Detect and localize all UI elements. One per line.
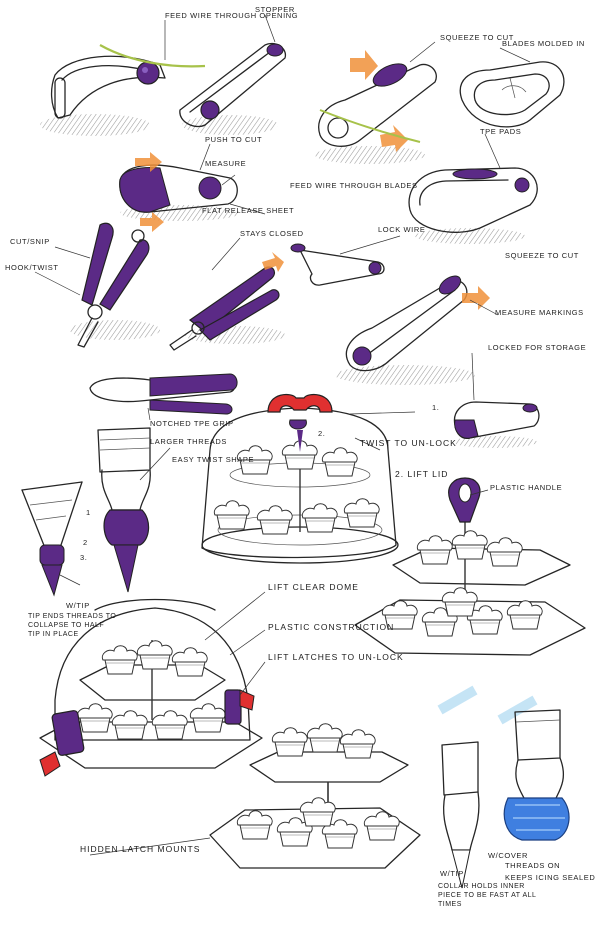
label-w-cover: W/COVER bbox=[488, 851, 528, 860]
cupcake-stand-open bbox=[354, 477, 586, 656]
purple-knob bbox=[136, 61, 160, 85]
label-w-tip-2: W/TIP bbox=[440, 869, 464, 878]
label-threads-on: THREADS ON bbox=[505, 861, 560, 870]
label-stays-closed: STAYS CLOSED bbox=[240, 229, 304, 238]
piping-bag-with-cover bbox=[497, 695, 570, 841]
label-tip-threads-note: TIP ENDS THREADS TO COLLAPSE TO HALF TIP… bbox=[28, 613, 116, 638]
label-squeeze-to-cut-2: SQUEEZE TO CUT bbox=[505, 251, 579, 260]
label-hidden-latch: HIDDEN LATCH MOUNTS bbox=[80, 844, 200, 854]
locked-storage-tool bbox=[453, 401, 540, 448]
cupcake-dome-latched bbox=[39, 598, 263, 777]
label-lock-wire: LOCK WIRE bbox=[378, 225, 426, 234]
label-cut-snip: CUT/SNIP bbox=[10, 237, 50, 246]
label-notched-grip: NOTCHED TPE GRIP bbox=[150, 419, 234, 428]
piping-bag-with-tip bbox=[437, 685, 480, 889]
label-lift-clear-dome: LIFT CLEAR DOME bbox=[268, 582, 359, 592]
label-flat-release-sheet: FLAT RELEASE SHEET bbox=[202, 206, 294, 215]
label-stopper: STOPPER bbox=[255, 5, 295, 14]
label-lift-lid: 2. LIFT LID bbox=[395, 469, 448, 479]
leader-lines bbox=[34, 14, 531, 856]
blue-cover bbox=[503, 797, 570, 841]
label-collar-note: COLLAR HOLDS INNER PIECE TO BE FAST AT A… bbox=[438, 883, 536, 908]
label-blades-molded: BLADES MOLDED IN bbox=[502, 39, 585, 48]
annotation-labels: FEED WIRE THROUGH OPENING STOPPER SQUEEZ… bbox=[5, 5, 595, 908]
measure-cutter-sketch bbox=[119, 152, 240, 232]
pliers-sketch-2 bbox=[169, 252, 285, 351]
label-easy-twist: EASY TWIST SHAPE bbox=[172, 455, 254, 464]
label-small-2: 2 bbox=[83, 538, 88, 547]
label-num-1: 1. bbox=[432, 403, 439, 412]
piping-bag-tip-small bbox=[21, 481, 83, 597]
label-push-to-cut: PUSH TO CUT bbox=[205, 135, 262, 144]
tpe-pad-cutter-sketch bbox=[408, 167, 538, 244]
label-small-1: 1 bbox=[86, 508, 91, 517]
label-feed-wire-blades: FEED WIRE THROUGH BLADES bbox=[290, 181, 418, 190]
wire-cutter-sketch-3 bbox=[315, 50, 437, 164]
label-keeps-icing: KEEPS ICING SEALED bbox=[505, 873, 595, 882]
wire-cutter-sketch-2 bbox=[179, 42, 287, 135]
label-squeeze-to-cut: SQUEEZE TO CUT bbox=[440, 33, 514, 42]
wire-green bbox=[99, 44, 206, 68]
carabiner-outline bbox=[459, 61, 565, 128]
label-twist-unlock: TWIST TO UN-LOCK bbox=[360, 438, 457, 448]
cupcake-dome-top bbox=[201, 393, 399, 564]
label-small-3: 3. bbox=[80, 553, 87, 562]
shadow-hatch bbox=[40, 114, 150, 136]
compact-pliers-sketch bbox=[89, 373, 238, 415]
label-measure-markings: MEASURE MARKINGS bbox=[495, 308, 584, 317]
label-plastic-handle: PLASTIC HANDLE bbox=[490, 483, 562, 492]
label-w-tip: W/TIP bbox=[66, 601, 90, 610]
pliers-sketch-1 bbox=[70, 222, 160, 348]
purple-latch-right bbox=[224, 689, 242, 725]
label-tpe-pads: TPE PADS bbox=[480, 127, 521, 136]
label-hook-twist: HOOK/TWIST bbox=[5, 263, 59, 272]
label-measure: MEASURE bbox=[205, 159, 246, 168]
label-feed-wire: FEED WIRE THROUGH OPENING bbox=[165, 11, 298, 20]
cupcake-stand-bottom bbox=[209, 723, 421, 869]
label-plastic-construction: PLASTIC CONSTRUCTION bbox=[268, 622, 394, 632]
red-handle bbox=[267, 393, 333, 413]
squeeze-cutter-large bbox=[335, 275, 490, 385]
wire-cutter-sketch-1 bbox=[40, 44, 206, 136]
purple-latch-left bbox=[51, 710, 85, 756]
label-num-2: 2. bbox=[318, 429, 325, 438]
label-lift-latches: LIFT LATCHES TO UN-LOCK bbox=[268, 652, 404, 662]
piping-bag-tip-large bbox=[97, 427, 151, 593]
label-larger-threads: LARGER THREADS bbox=[150, 437, 227, 446]
lock-wire-tool bbox=[290, 243, 385, 286]
label-locked-storage: LOCKED FOR STORAGE bbox=[488, 343, 586, 352]
